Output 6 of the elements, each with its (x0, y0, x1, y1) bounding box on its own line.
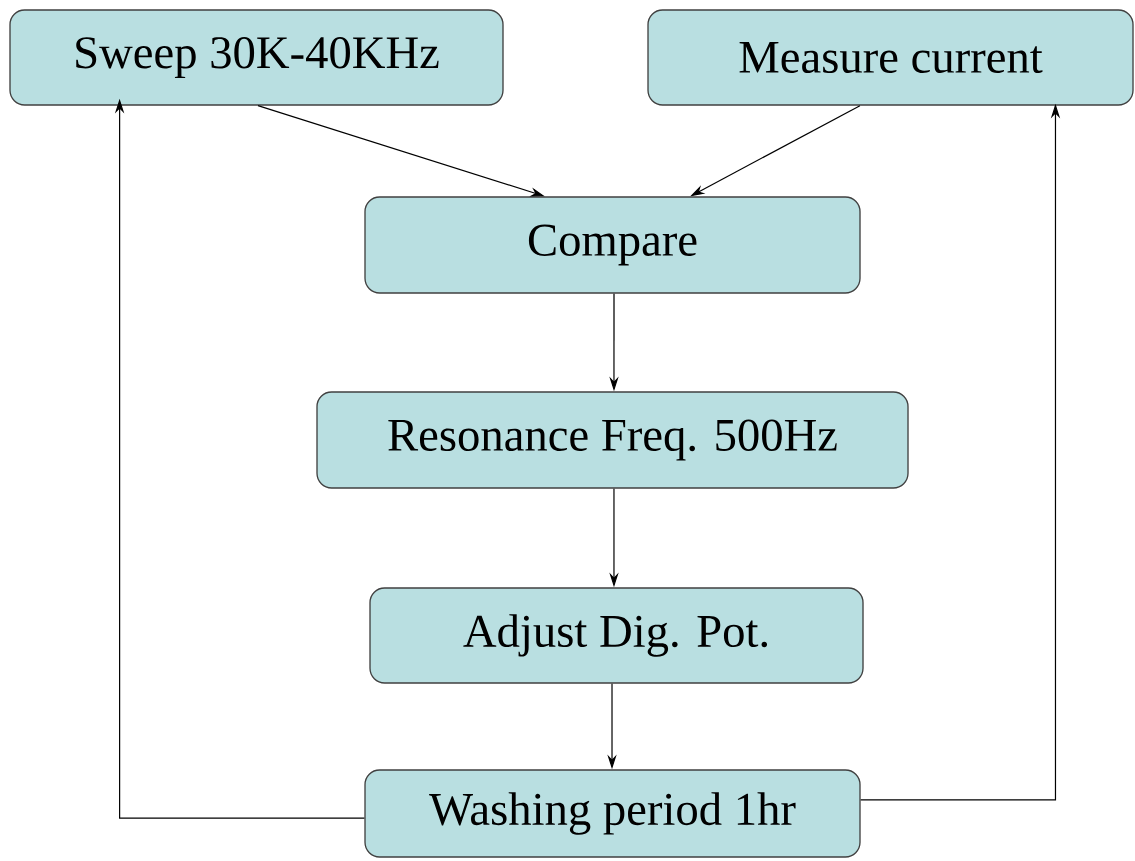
process-box: Sweep 30K-40KHz (9, 9, 504, 106)
process-box: Measure current (647, 9, 1134, 106)
process-box: Washing period 1hr (364, 769, 861, 858)
process-box: Compare (364, 196, 861, 294)
process-box: Adjust Dig. Pot. (369, 587, 864, 684)
process-box: Resonance Freq. 500Hz (316, 391, 909, 489)
